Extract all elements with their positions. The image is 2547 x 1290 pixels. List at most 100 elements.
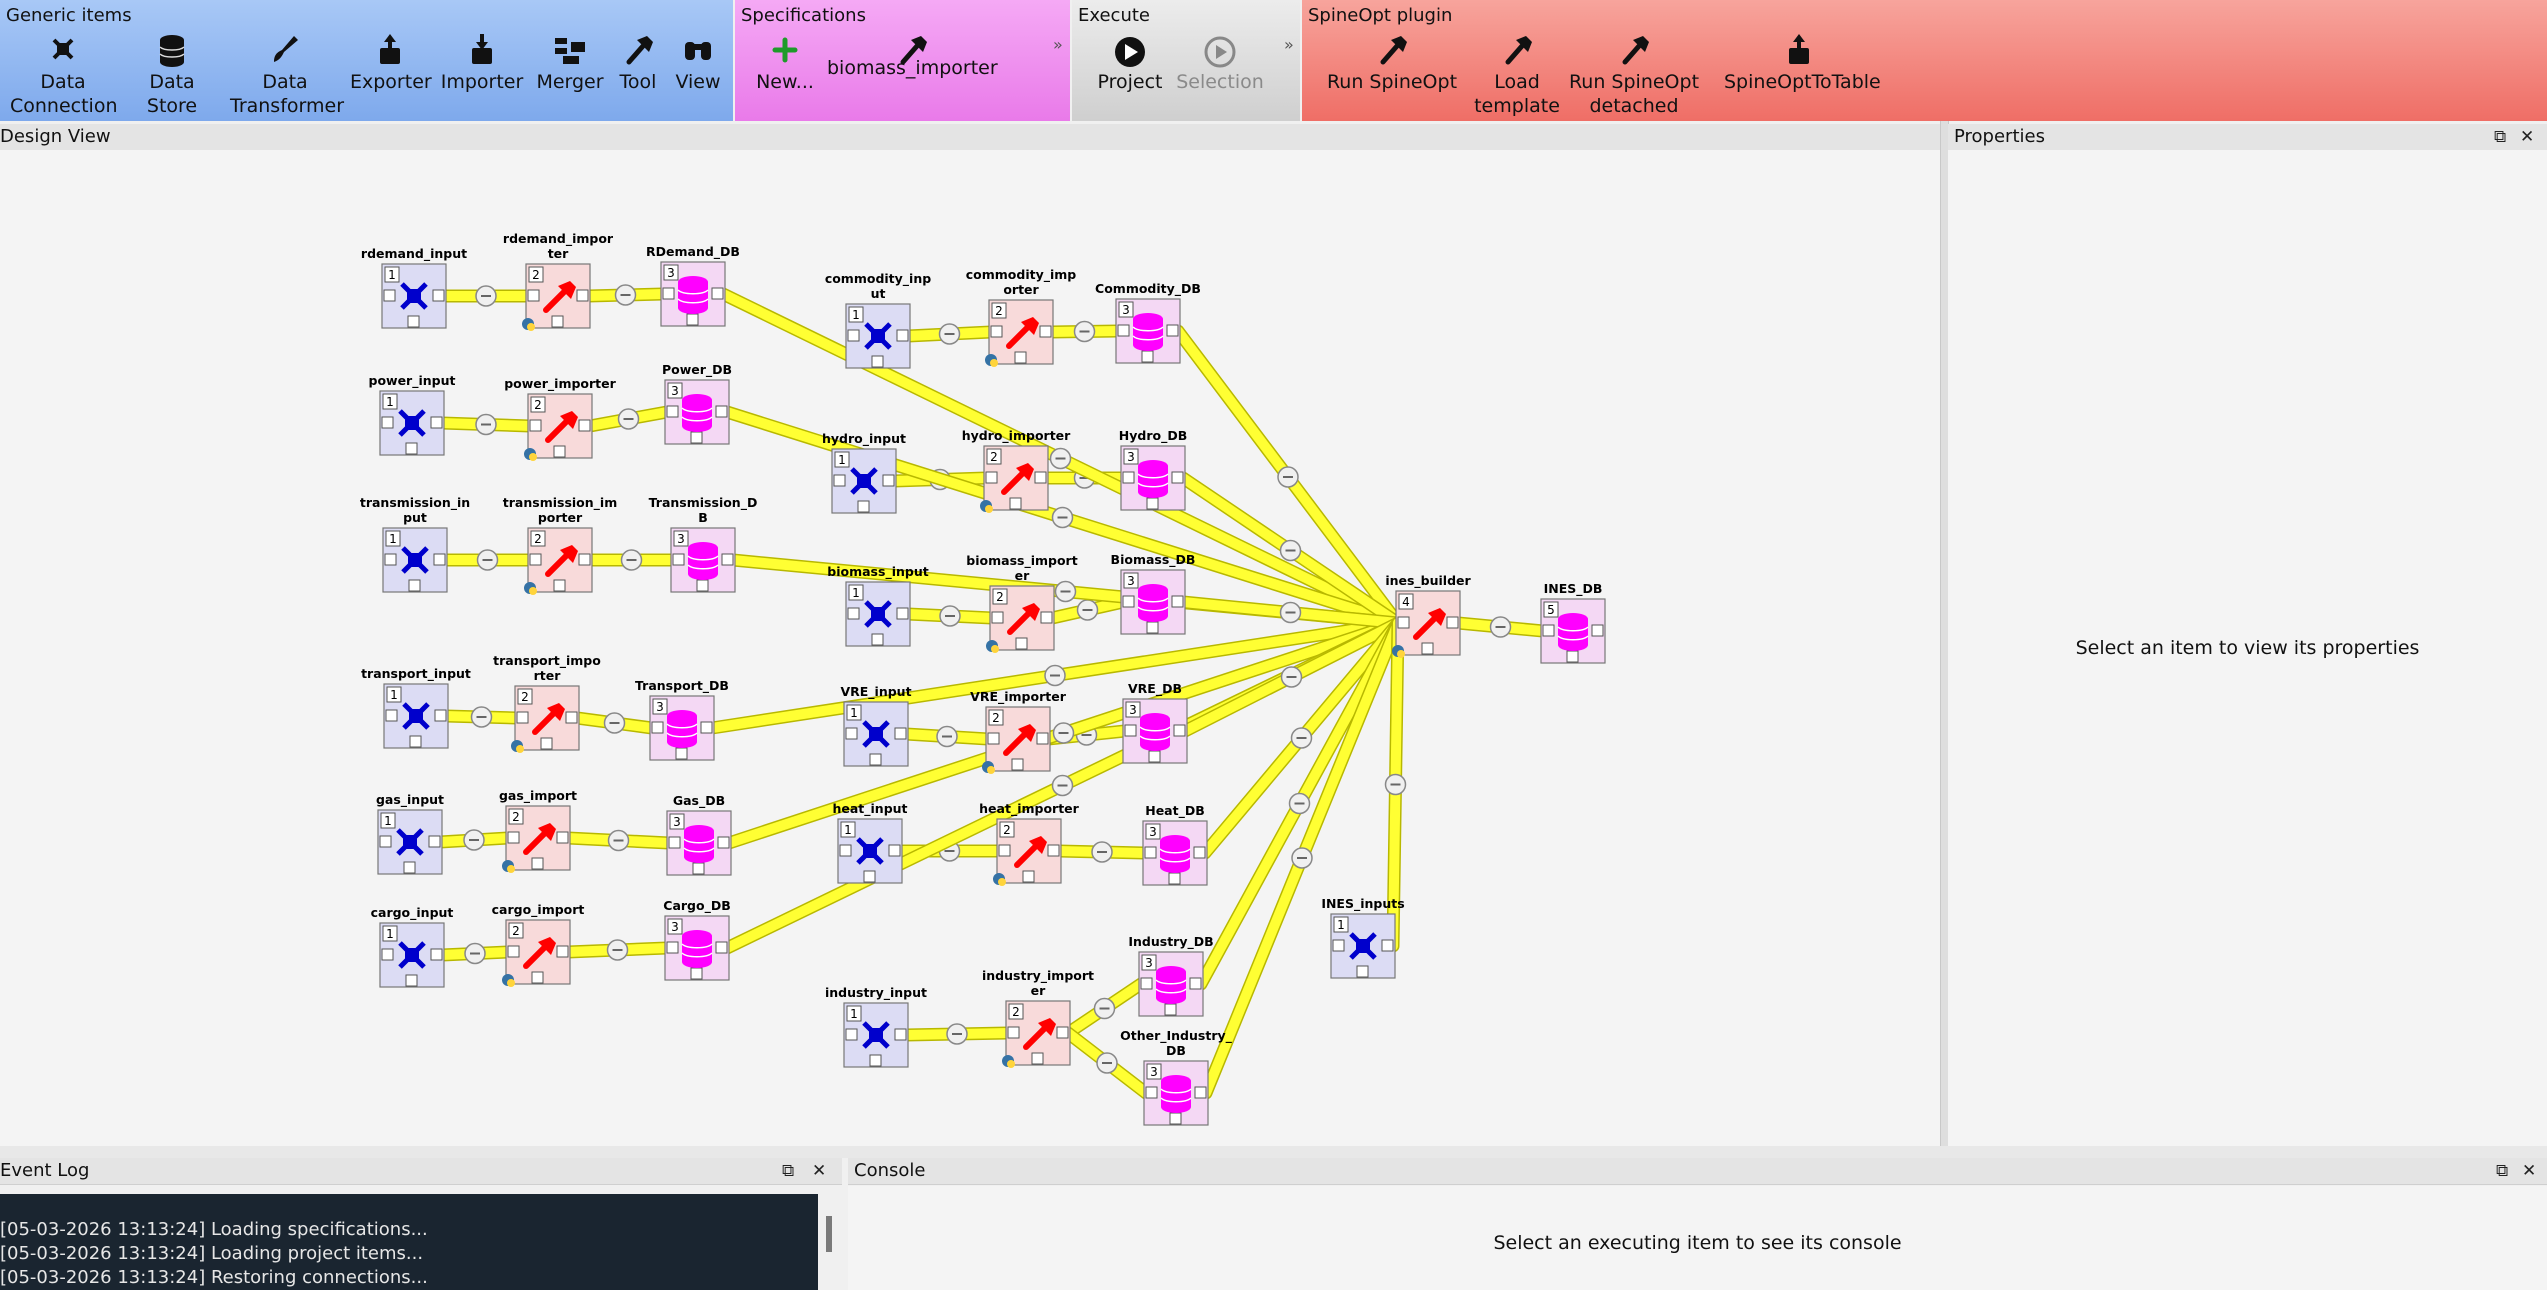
connector-right[interactable] [1171, 471, 1184, 484]
connector-right[interactable] [1381, 939, 1394, 952]
connector-right[interactable] [430, 416, 443, 429]
execute-selection-button[interactable]: Selection [1170, 28, 1270, 94]
connector-right[interactable] [1040, 611, 1053, 624]
connector-left[interactable] [1332, 939, 1345, 952]
connector-right[interactable] [717, 836, 730, 849]
connector-bottom[interactable] [1146, 621, 1159, 634]
connector-bottom[interactable] [1356, 965, 1369, 978]
connector-bottom[interactable] [1168, 872, 1181, 885]
connector-right[interactable] [1036, 732, 1049, 745]
connector-bottom[interactable] [690, 967, 703, 980]
connector-left[interactable] [1144, 846, 1157, 859]
connector-right[interactable] [430, 948, 443, 961]
connector-left[interactable] [1007, 1026, 1020, 1039]
connector-right[interactable] [432, 289, 445, 302]
connector-left[interactable] [991, 611, 1004, 624]
connector-bottom[interactable] [869, 753, 882, 766]
connector-left[interactable] [839, 844, 852, 857]
connector-left[interactable] [847, 329, 860, 342]
connector-bottom[interactable] [531, 971, 544, 984]
connector-bottom[interactable] [408, 579, 421, 592]
connector-bottom[interactable] [553, 579, 566, 592]
connector-left[interactable] [668, 836, 681, 849]
float-console-icon[interactable]: ⧉ [2496, 1161, 2509, 1181]
connector-left[interactable] [990, 325, 1003, 338]
connector-bottom[interactable] [1421, 642, 1434, 655]
connector-left[interactable] [666, 941, 679, 954]
execute-project-button[interactable]: Project [1090, 28, 1170, 94]
connector-right[interactable] [1173, 724, 1186, 737]
connector-left[interactable] [507, 831, 520, 844]
connector-right[interactable] [1193, 846, 1206, 859]
connector-bottom[interactable] [1164, 1003, 1177, 1016]
new-spec-button[interactable]: New... [755, 28, 815, 94]
connector-bottom[interactable] [1148, 750, 1161, 763]
connector-bottom[interactable] [1566, 650, 1579, 663]
connector-left[interactable] [845, 727, 858, 740]
connector-left[interactable] [1145, 1086, 1158, 1099]
connector-left[interactable] [529, 419, 542, 432]
connector-left[interactable] [662, 287, 675, 300]
connector-right[interactable] [894, 1028, 907, 1041]
connector-left[interactable] [672, 553, 685, 566]
connector-right[interactable] [894, 727, 907, 740]
generic-item-button-1[interactable]: Data Store [122, 28, 222, 118]
connector-right[interactable] [1166, 324, 1179, 337]
connector-right[interactable] [1056, 1026, 1069, 1039]
connector-bottom[interactable] [407, 315, 420, 328]
connector-bottom[interactable] [1146, 497, 1159, 510]
connector-left[interactable] [666, 405, 679, 418]
connector-left[interactable] [1397, 616, 1410, 629]
connector-right[interactable] [556, 831, 569, 844]
connector-left[interactable] [847, 607, 860, 620]
connector-bottom[interactable] [1011, 758, 1024, 771]
connector-right[interactable] [433, 553, 446, 566]
connector-right[interactable] [578, 419, 591, 432]
specifications-overflow-button[interactable]: » [1053, 35, 1063, 54]
connector-left[interactable] [1122, 471, 1135, 484]
connector-right[interactable] [715, 405, 728, 418]
connector-right[interactable] [1189, 977, 1202, 990]
connector-left[interactable] [998, 844, 1011, 857]
connector-bottom[interactable] [686, 313, 699, 326]
connector-left[interactable] [1124, 724, 1137, 737]
connector-left[interactable] [379, 835, 392, 848]
connector-right[interactable] [1039, 325, 1052, 338]
connector-bottom[interactable] [1014, 351, 1027, 364]
connector-right[interactable] [1171, 595, 1184, 608]
connector-left[interactable] [1117, 324, 1130, 337]
generic-item-button-5[interactable]: Merger [532, 28, 608, 94]
connector-right[interactable] [434, 709, 447, 722]
connector-right[interactable] [1446, 616, 1459, 629]
connector-left[interactable] [833, 474, 846, 487]
connector-left[interactable] [987, 732, 1000, 745]
connector-left[interactable] [384, 553, 397, 566]
generic-item-button-3[interactable]: Exporter [350, 28, 432, 94]
connector-bottom[interactable] [1009, 497, 1022, 510]
connector-right[interactable] [700, 721, 713, 734]
